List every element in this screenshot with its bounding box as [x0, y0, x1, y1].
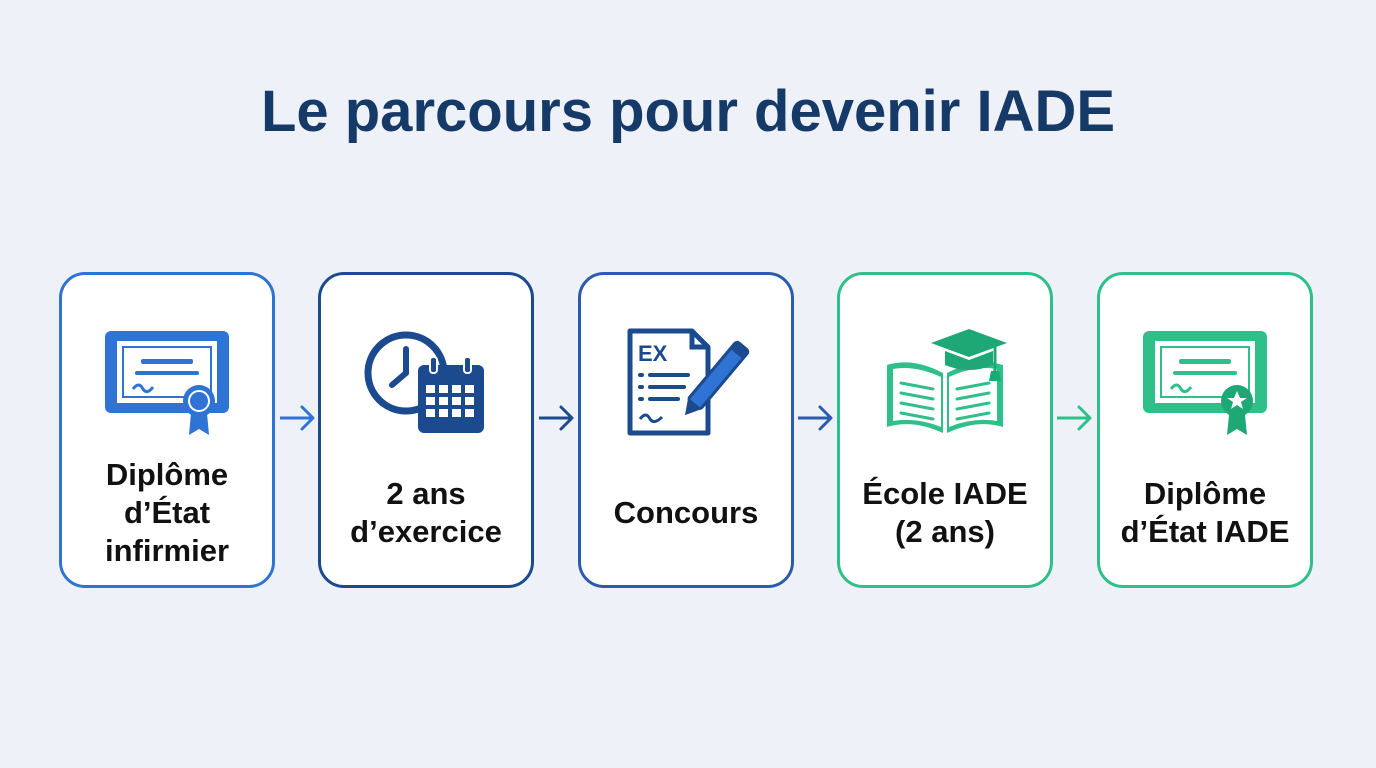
arrow-icon-4 — [1057, 405, 1092, 431]
step-card-4: École IADE (2 ans) — [837, 272, 1053, 588]
diploma-icon — [62, 323, 272, 443]
step-label-wrap-2: 2 ans d’exercice — [321, 443, 531, 583]
exam-text: EX — [638, 341, 668, 366]
arrow-icon-1 — [280, 405, 315, 431]
diploma-star-icon — [1100, 323, 1310, 443]
step-card-3: EX Concours — [578, 272, 794, 588]
step-label-wrap-1: Diplôme d’État infirmier — [62, 443, 272, 583]
step-card-2: 2 ans d’exercice — [318, 272, 534, 588]
exam-icon: EX — [581, 323, 791, 443]
step-label-wrap-4: École IADE (2 ans) — [840, 443, 1050, 583]
step-label-2: 2 ans d’exercice — [350, 476, 502, 549]
arrow-icon-2 — [539, 405, 574, 431]
step-label-wrap-3: Concours — [581, 443, 791, 583]
clock-calendar-icon — [321, 323, 531, 443]
step-label-4: École IADE (2 ans) — [862, 476, 1028, 549]
page-title: Le parcours pour devenir IADE — [260, 79, 1116, 144]
step-card-1: Diplôme d’État infirmier — [59, 272, 275, 588]
arrow-icon-3 — [798, 405, 833, 431]
graduation-book-icon — [840, 323, 1050, 443]
step-label-5: Diplôme d’État IADE — [1120, 476, 1290, 549]
step-label-wrap-5: Diplôme d’État IADE — [1100, 443, 1310, 583]
step-label-1: Diplôme d’État infirmier — [104, 457, 230, 568]
step-card-5: Diplôme d’État IADE — [1097, 272, 1313, 588]
step-label-3: Concours — [613, 495, 759, 530]
